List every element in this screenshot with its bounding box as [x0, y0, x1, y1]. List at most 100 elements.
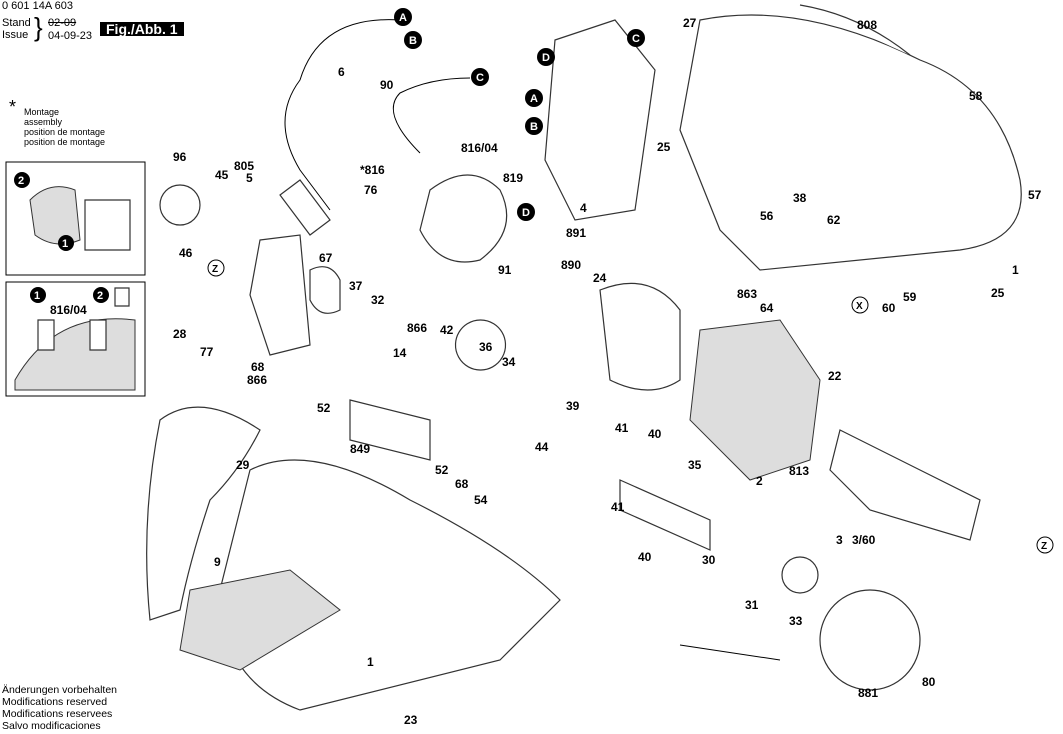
part-callout: 891: [566, 226, 586, 240]
part-callout: 59: [903, 290, 917, 304]
assembly-note-line: assembly: [24, 117, 63, 127]
part-callout: 40: [638, 550, 652, 564]
part-callout: 9: [214, 555, 221, 569]
part-callout: 45: [215, 168, 229, 182]
inset-callout: 1: [34, 290, 40, 302]
part-callout: 1: [1012, 263, 1019, 277]
part-callout: 25: [657, 140, 671, 154]
part-callout: 91: [498, 263, 512, 277]
inset-callout: 2: [18, 175, 24, 187]
connector-D: D: [542, 52, 550, 64]
part-callout: 38: [793, 191, 807, 205]
connector-C: C: [632, 33, 640, 45]
part-callout: 57: [1028, 188, 1042, 202]
part-callout: 52: [435, 463, 449, 477]
part-callout: 90: [380, 78, 394, 92]
part-callout: 76: [364, 183, 378, 197]
part-callout: 60: [882, 301, 896, 315]
part-callout: 808: [857, 18, 877, 32]
part-callout: 64: [760, 301, 774, 315]
footer-notes: Änderungen vorbehalten Modifications res…: [2, 684, 117, 732]
part-shapes: [146, 4, 1022, 711]
part-callout: 36: [479, 340, 493, 354]
part-callout: 80: [922, 675, 936, 689]
part-callout: 1: [367, 655, 374, 669]
part-callout: *816: [360, 163, 385, 177]
part-callout: 29: [236, 458, 250, 472]
footer-note: Änderungen vorbehalten: [2, 684, 118, 696]
part-callout: 41: [611, 500, 625, 514]
assembly-note-line: position de montage: [24, 137, 106, 147]
part-callout: 67: [319, 251, 333, 265]
part-callout: 805: [234, 159, 254, 173]
part-callout: 27: [683, 16, 697, 30]
part-callout: 77: [200, 345, 214, 359]
part-callout: 33: [789, 614, 803, 628]
part-callout: 23: [404, 713, 418, 727]
connector-B: B: [530, 121, 538, 133]
connector-A: A: [530, 93, 538, 105]
part-callout: 866: [407, 321, 427, 335]
part-callout: 816/04: [461, 141, 498, 155]
part-callout: 96: [173, 150, 187, 164]
part-callout: 819: [503, 171, 523, 185]
part-callout: 863: [737, 287, 757, 301]
part-callout: 6: [338, 65, 345, 79]
part-callout: 5: [246, 171, 253, 185]
issue-date: 04-09-23: [48, 30, 93, 42]
part-callout: 46: [179, 246, 193, 260]
part-callout: 54: [474, 493, 488, 507]
part-callout: 30: [702, 553, 716, 567]
part-callout: 849: [350, 442, 370, 456]
inset-box-2: 1 816/04 2: [5, 281, 146, 397]
part-callout: 44: [535, 440, 549, 454]
footer-note: Modifications reserved: [2, 696, 108, 708]
part-callout: 3: [836, 533, 843, 547]
part-number: 0 601 14A 603: [2, 0, 73, 12]
part-callout: 68: [455, 477, 469, 491]
part-callout: 2: [756, 474, 763, 488]
part-callout: 32: [371, 293, 385, 307]
part-callout: 22: [828, 369, 842, 383]
part-callout: 41: [615, 421, 629, 435]
inset-callout: 816/04: [50, 303, 87, 317]
connector-X: X: [856, 301, 863, 312]
stand-label: Stand: [2, 17, 31, 29]
connector-C: C: [476, 72, 484, 84]
assembly-note: Montage assembly position de montage pos…: [24, 107, 105, 147]
figure-label: Fig./Abb. 1: [100, 22, 184, 36]
part-callout: 28: [173, 327, 187, 341]
part-callout: 25: [991, 286, 1005, 300]
connector-A: A: [399, 12, 407, 24]
part-callout: 62: [827, 213, 841, 227]
part-callout: 3/60: [852, 533, 876, 547]
part-callout: 68: [251, 360, 265, 374]
part-callout: 881: [858, 686, 878, 700]
connector-refs: A B C D C A B D X Z Z: [207, 8, 1054, 554]
inset-box-1: 2 1: [5, 161, 146, 276]
part-callout: 52: [317, 401, 331, 415]
issue-label: Issue: [2, 29, 29, 41]
part-callout: 34: [502, 355, 516, 369]
part-callout: 813: [789, 464, 809, 478]
part-callout: 40: [648, 427, 662, 441]
part-callout: 42: [440, 323, 454, 337]
part-callout: 39: [566, 399, 580, 413]
part-callout: 24: [593, 271, 607, 285]
old-date: 02-09: [48, 17, 77, 29]
part-callout: 890: [561, 258, 581, 272]
part-callout: 37: [349, 279, 363, 293]
inset-callout: 1: [62, 238, 68, 250]
connector-Z: Z: [1041, 541, 1047, 552]
connector-B: B: [409, 35, 417, 47]
assembly-note-line: position de montage: [24, 127, 106, 137]
part-callout: 4: [580, 201, 587, 215]
connector-Z: Z: [212, 264, 218, 275]
inset-callout: 2: [97, 290, 103, 302]
connector-D: D: [522, 207, 530, 219]
part-callout: 35: [688, 458, 702, 472]
assembly-note-line: Montage: [24, 107, 60, 117]
part-callout: 14: [393, 346, 407, 360]
